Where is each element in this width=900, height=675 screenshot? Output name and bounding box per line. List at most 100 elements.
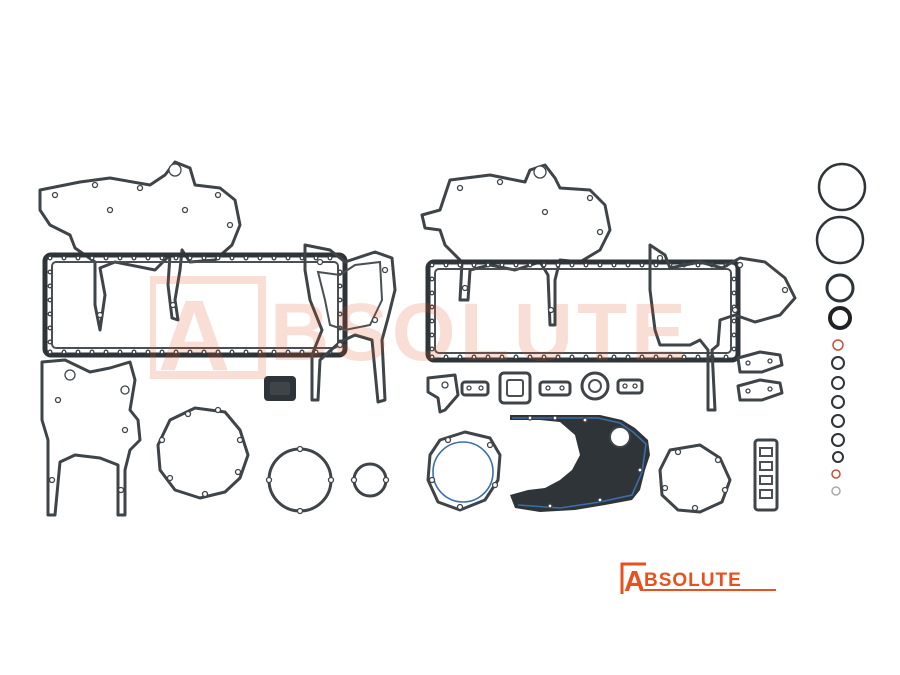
bolt-hole [527,262,533,268]
bolt-hole [681,354,687,360]
timing-cover-gasket-right [420,163,612,327]
bolt-hole [583,354,589,360]
small-gasket-set-middle [426,371,644,414]
bolt-hole [471,354,477,360]
bolt-hole [47,349,53,355]
bolt-hole [569,354,575,360]
cover-plate-gasket [264,376,296,401]
bolt-hole [201,255,207,261]
bolt-hole [625,262,631,268]
bolt-hole [653,354,659,360]
bolt-hole [299,349,305,355]
bolt-hole [47,339,53,345]
bolt-hole [597,262,603,268]
bolt-hole [285,349,291,355]
bolt-hole [103,255,109,261]
bolt-hole [429,332,435,338]
bolt-hole [89,255,95,261]
bolt-hole [117,349,123,355]
bolt-hole [541,354,547,360]
bolt-hole [229,255,235,261]
bolt-hole [201,349,207,355]
bolt-hole [471,262,477,268]
bolt-hole [499,354,505,360]
bolt-hole [187,255,193,261]
bolt-hole [555,354,561,360]
bolt-hole [597,354,603,360]
small-gasket-set-right [736,350,784,512]
bolt-hole [611,262,617,268]
bolt-hole [639,354,645,360]
bolt-hole [653,262,659,268]
bolt-hole [299,255,305,261]
bolt-hole [429,276,435,282]
bolt-hole [47,325,53,331]
oil-pan-gasket-left [42,252,348,358]
bolt-hole [457,262,463,268]
bolt-hole [485,354,491,360]
bolt-hole [429,354,435,360]
bolt-hole [513,262,519,268]
bolt-hole [611,354,617,360]
bolt-hole [527,354,533,360]
bolt-hole [145,349,151,355]
bolt-hole [569,262,575,268]
bolt-hole [731,276,737,282]
bolt-hole [337,283,343,289]
bolt-hole [731,290,737,296]
bolt-hole [499,262,505,268]
bolt-hole [89,349,95,355]
bolt-hole [61,255,67,261]
bolt-hole [257,349,263,355]
bolt-hole [443,354,449,360]
round-gasket-right [658,443,732,514]
bolt-hole [271,349,277,355]
bolt-hole [429,304,435,310]
round-gasket-small-left [350,462,390,498]
bolt-hole [215,349,221,355]
bolt-hole [187,349,193,355]
bolt-hole [731,332,737,338]
logo-letter: A [624,566,645,596]
bolt-hole [47,255,53,261]
bolt-hole [117,255,123,261]
bolt-hole [131,349,137,355]
bolt-hole [457,354,463,360]
bolt-hole [257,255,263,261]
bolt-hole [485,262,491,268]
o-ring-set [815,162,867,496]
bolt-hole [47,297,53,303]
flywheel-housing-gasket-left [156,406,250,500]
bolt-hole [723,354,729,360]
bolt-hole [47,269,53,275]
bolt-hole [639,262,645,268]
bolt-hole [159,255,165,261]
bolt-hole [429,262,435,268]
bolt-hole [173,255,179,261]
bolt-hole [243,349,249,355]
bolt-hole [583,262,589,268]
rear-seal-housing-gasket [510,415,650,512]
front-seal-housing-gasket [426,430,502,512]
bolt-hole [47,283,53,289]
bolt-hole [229,349,235,355]
bolt-hole [555,262,561,268]
round-gasket-medium-left [265,445,335,515]
bolt-hole [47,311,53,317]
bolt-hole [429,318,435,324]
bolt-hole [695,354,701,360]
bolt-hole [271,255,277,261]
bolt-hole [159,349,165,355]
bolt-hole [731,346,737,352]
bolt-hole [327,255,333,261]
bolt-hole [429,290,435,296]
bolt-hole [173,349,179,355]
bolt-hole [103,349,109,355]
bolt-hole [337,297,343,303]
logo-text: BSOLUTE [644,570,742,591]
bolt-hole [731,318,737,324]
front-cover-gasket-left-lower [40,358,142,517]
bolt-hole [429,346,435,352]
bolt-hole [285,255,291,261]
